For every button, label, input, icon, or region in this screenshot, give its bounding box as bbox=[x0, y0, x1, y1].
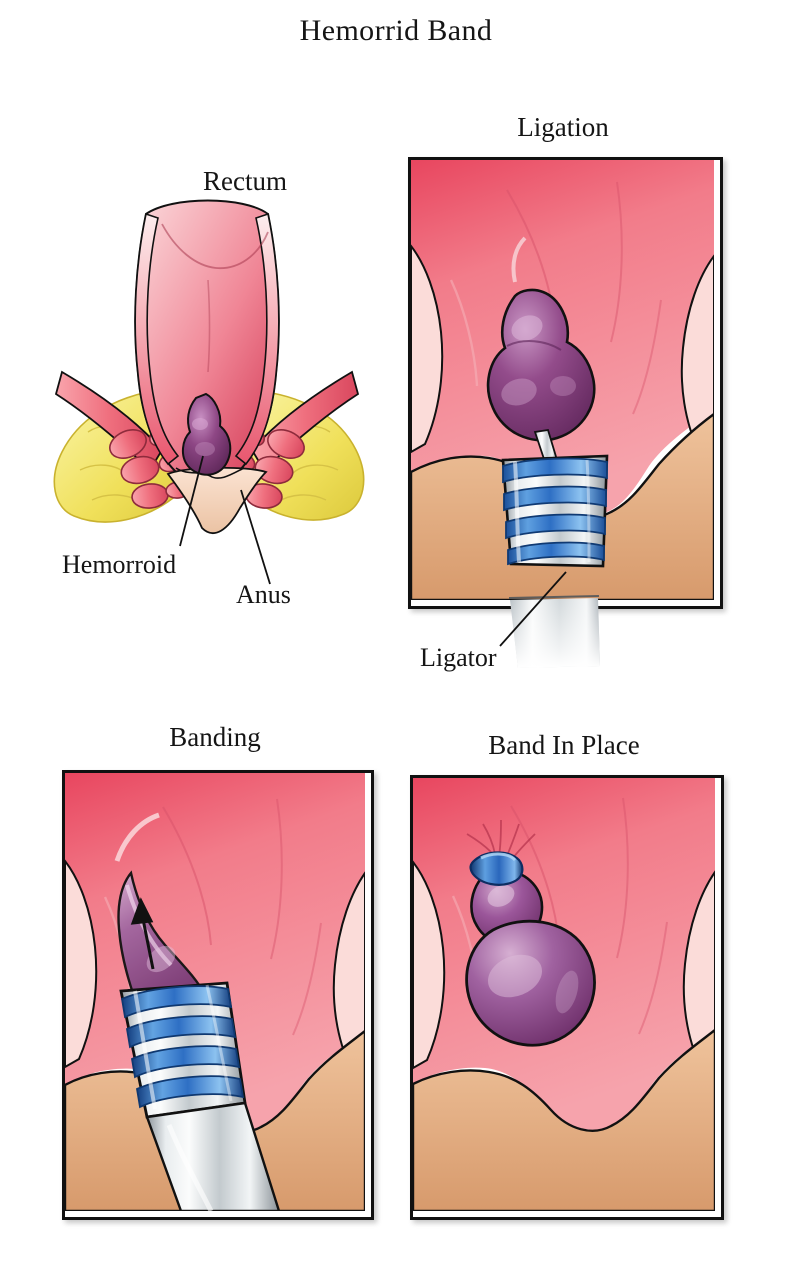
band-1 bbox=[120, 985, 233, 1019]
rectum-crease bbox=[207, 279, 211, 373]
dentate-line bbox=[175, 467, 245, 479]
leader-line-anus bbox=[240, 489, 271, 585]
column-left bbox=[411, 244, 444, 454]
panel-banding-artwork bbox=[65, 773, 367, 1213]
band-4 bbox=[507, 541, 605, 566]
traction-arrow-icon bbox=[130, 897, 155, 970]
panel-title-band-in-place: Band In Place bbox=[488, 730, 640, 760]
ligator-barrel bbox=[501, 454, 609, 568]
perianal-skin bbox=[413, 1027, 717, 1213]
band-2 bbox=[125, 1015, 237, 1049]
band-1 bbox=[502, 457, 608, 484]
leader-line-hemorroid bbox=[179, 455, 204, 547]
panel-title-banding: Banding bbox=[169, 722, 261, 752]
rectum-wall-left bbox=[134, 212, 180, 466]
anoderm bbox=[166, 466, 268, 534]
label-hemorroid: Hemorroid bbox=[62, 550, 177, 579]
panel-ligation-artwork bbox=[411, 160, 716, 602]
band-3 bbox=[505, 513, 606, 540]
figure-title: Hemorrid Band bbox=[299, 14, 493, 47]
panel-title-ligation: Ligation bbox=[517, 112, 609, 142]
column-left bbox=[413, 860, 446, 1070]
label-rectum: Rectum bbox=[203, 166, 287, 196]
ligator-bands bbox=[120, 985, 245, 1109]
rectum-fold bbox=[161, 223, 269, 269]
panel-ligation bbox=[408, 157, 723, 609]
elastic-band bbox=[469, 851, 524, 886]
rectum-wall-right bbox=[234, 212, 280, 466]
label-ligator: Ligator bbox=[420, 643, 497, 672]
hemorrhoid-overview bbox=[182, 392, 232, 476]
hemorrhoid-ligation bbox=[486, 288, 596, 442]
label-anus: Anus bbox=[236, 580, 291, 609]
band-3 bbox=[130, 1045, 241, 1079]
hemorrhoid-banded bbox=[465, 868, 596, 1047]
panel-band-in-place bbox=[410, 775, 724, 1220]
band-2 bbox=[503, 485, 607, 512]
column-left bbox=[65, 859, 98, 1069]
leader-lines-overview bbox=[179, 455, 271, 585]
panel-band-in-place-artwork bbox=[413, 778, 717, 1213]
panel-banding bbox=[62, 770, 374, 1220]
band-4 bbox=[135, 1075, 245, 1109]
ligator-bands bbox=[502, 457, 608, 566]
ligator-barrel bbox=[119, 981, 247, 1119]
